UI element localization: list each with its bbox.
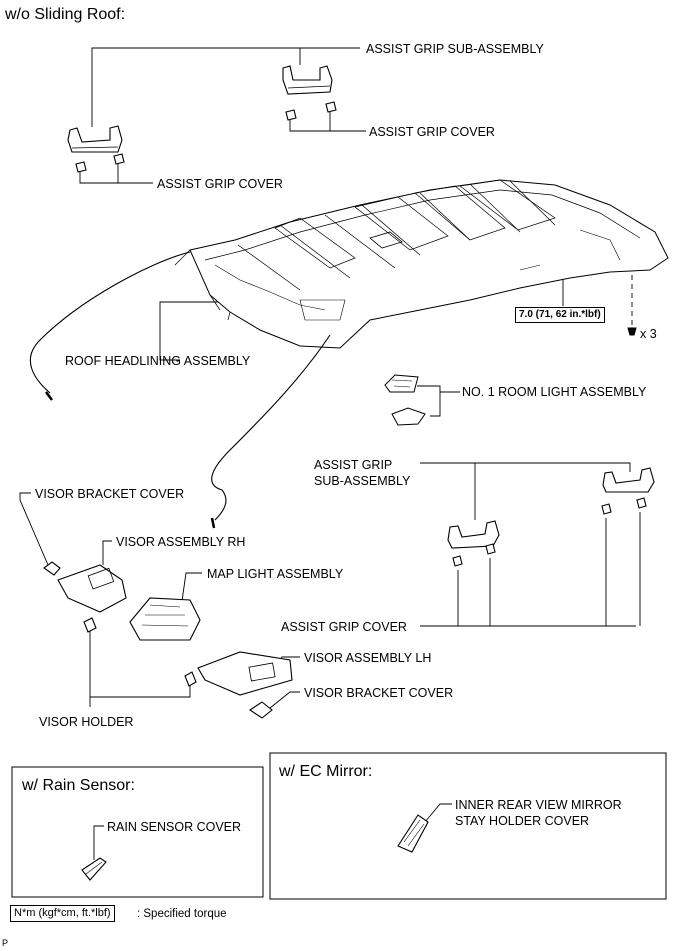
visor-drawings: [43, 561, 293, 719]
label-assist-grip-cover-lower: ASSIST GRIP COVER: [281, 620, 407, 634]
diagram-title: w/o Sliding Roof:: [5, 6, 126, 23]
label-visor-assembly-rh: VISOR ASSEMBLY RH: [116, 535, 246, 549]
label-visor-bracket-cover-bottom: VISOR BRACKET COVER: [304, 686, 454, 700]
footer-code: P: [2, 938, 9, 948]
label-assist-grip-sub-assembly-lower-line2: SUB-ASSEMBLY: [314, 474, 411, 488]
legend-text: : Specified torque: [137, 908, 227, 920]
label-assist-grip-cover-top-right: ASSIST GRIP COVER: [369, 125, 495, 139]
assist-grip-lower-drawings: [447, 467, 655, 567]
roof-headlining-drawing: [29, 179, 669, 529]
label-stay-holder-cover: STAY HOLDER COVER: [455, 814, 590, 828]
ec-mirror-box-title: w/ EC Mirror:: [279, 763, 373, 780]
label-assist-grip-sub-assembly-lower-line1: ASSIST GRIP: [314, 458, 393, 472]
assist-grip-top-drawings: [67, 65, 337, 173]
room-light-drawing: [384, 374, 426, 426]
label-assist-grip-cover-top-left: ASSIST GRIP COVER: [157, 177, 283, 191]
label-map-light-assembly: MAP LIGHT ASSEMBLY: [207, 567, 344, 581]
label-roof-headlining-assembly: ROOF HEADLINING ASSEMBLY: [65, 354, 251, 368]
bolt-quantity: x 3: [640, 327, 657, 341]
label-visor-bracket-cover-top: VISOR BRACKET COVER: [35, 487, 185, 501]
rain-sensor-box: [11, 766, 264, 898]
ec-mirror-cover-drawing: [397, 814, 429, 853]
label-inner-rear-view-mirror: INNER REAR VIEW MIRROR: [455, 798, 622, 812]
ec-mirror-box: [269, 752, 667, 900]
legend-unit-box: N*m (kgf*cm, ft.*lbf): [10, 905, 115, 922]
rain-sensor-box-title: w/ Rain Sensor:: [22, 777, 135, 794]
label-visor-holder: VISOR HOLDER: [39, 715, 134, 729]
rain-sensor-cover-drawing: [81, 857, 107, 881]
label-rain-sensor-cover: RAIN SENSOR COVER: [107, 820, 242, 834]
leader-lines: [19, 47, 641, 860]
label-visor-assembly-lh: VISOR ASSEMBLY LH: [304, 651, 432, 665]
label-no1-room-light-assembly: NO. 1 ROOM LIGHT ASSEMBLY: [462, 385, 647, 399]
label-assist-grip-sub-assembly-top: ASSIST GRIP SUB-ASSEMBLY: [366, 42, 544, 56]
torque-spec: 7.0 (71, 62 in.*lbf): [515, 307, 605, 323]
